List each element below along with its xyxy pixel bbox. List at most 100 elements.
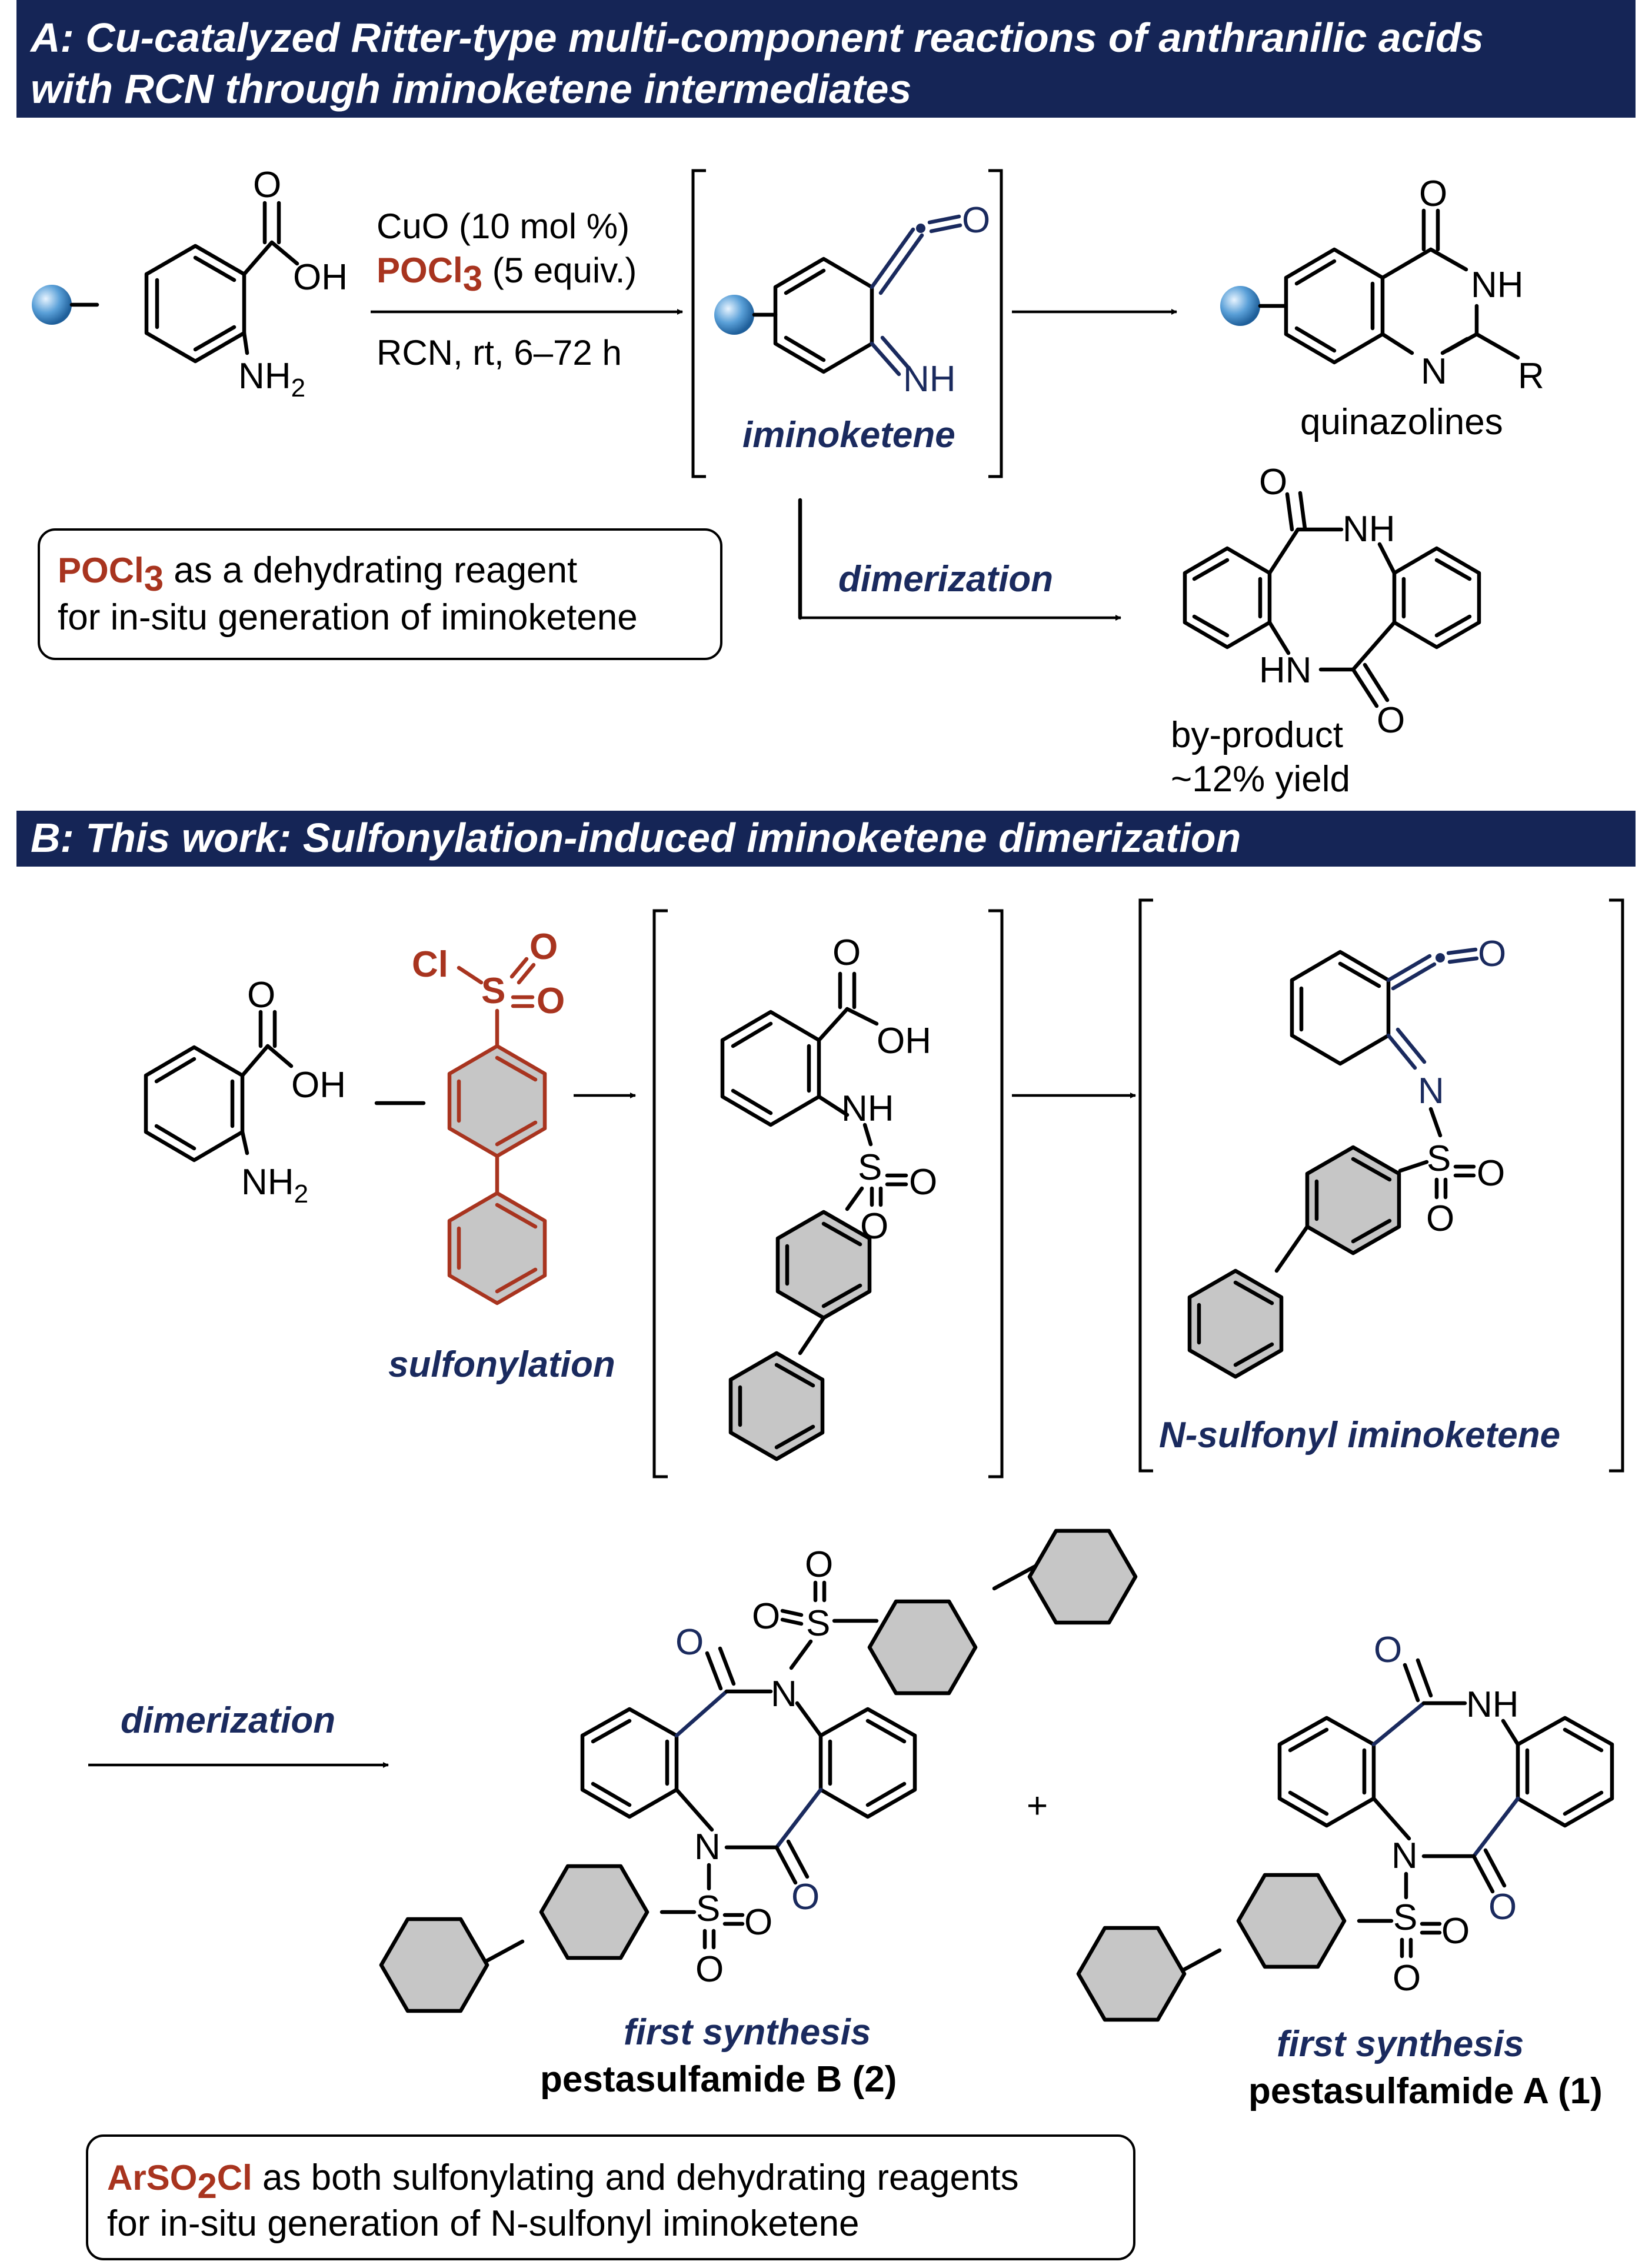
bond [784, 335, 826, 362]
bond [265, 1044, 294, 1068]
atom-nh: NH [1466, 1684, 1519, 1725]
atom-nh2: NH2 [238, 356, 305, 402]
biphenylsulfonyl-chloride: Cl S O O sulfonylation [388, 927, 615, 1385]
atom-o: O [1488, 1887, 1517, 1927]
anthranilic-acid-b: O OH NH2 [144, 975, 346, 1208]
bond [789, 1639, 813, 1670]
byproduct-label: by-product [1171, 715, 1343, 755]
bond [780, 1617, 804, 1626]
bond [1285, 492, 1294, 532]
cyclohexadiene-ring [1290, 950, 1391, 1066]
atom-o: O [1419, 174, 1447, 214]
bond [1428, 1107, 1443, 1138]
reaction-conditions: RCN, rt, 6–72 h [377, 333, 622, 372]
n-sulfonyl-iminoketene: O N S O O N-sulfonyl iminoketene [1138, 898, 1624, 1473]
amide-bond [1471, 1796, 1520, 1859]
bond [240, 1130, 249, 1155]
bond [1415, 1658, 1433, 1698]
bracket-right [1609, 898, 1624, 1473]
atom-r: R [1518, 356, 1544, 397]
benzene-ring [580, 1707, 679, 1819]
dimer-byproduct: O NH HN O by-product ~12% yield [1171, 462, 1481, 800]
bond [193, 325, 237, 352]
bond [674, 1787, 714, 1832]
bond [154, 1057, 196, 1084]
phenyl-ring [539, 1864, 650, 1960]
atom-s: S [858, 1147, 882, 1188]
benzene-ring [1183, 546, 1272, 650]
note-box-b: ArSO2Cl as both sulfonylating and dehydr… [86, 2134, 1135, 2260]
bond [1434, 558, 1472, 581]
phenyl-ring [1305, 1145, 1401, 1255]
imine-bond [1395, 1027, 1427, 1064]
bond [817, 1007, 850, 1043]
panel-a-banner-bg [16, 0, 1636, 118]
atom-s: S [1427, 1138, 1451, 1179]
bond [1233, 1280, 1274, 1305]
panel-b-banner-bg [16, 811, 1636, 867]
bond [1501, 1719, 1520, 1747]
bond [1351, 1157, 1392, 1182]
atom-o: O [832, 932, 861, 973]
first-synthesis-a: first synthesis [1277, 2024, 1524, 2064]
atom-cl: Cl [412, 944, 448, 985]
dimerization-arrow-b: dimerization [88, 1700, 389, 1768]
phenyl-ring [1236, 1873, 1347, 1969]
amide-bond [1371, 1701, 1426, 1747]
panel-b-banner: B: This work: Sulfonylation-induced imin… [16, 811, 1636, 867]
pestasulfamide-a-name: pestasulfamide A (1) [1248, 2071, 1603, 2112]
bond [154, 1124, 196, 1151]
atom-n: N [1391, 1836, 1418, 1876]
pestasulfamide-b: O N S O O N O S O O first synthesis [379, 1528, 1138, 2100]
atom-o: O [1393, 1958, 1421, 1999]
bond [1474, 332, 1520, 360]
note-b-line1: ArSO2Cl as both sulfonylating and dehydr… [107, 2157, 1019, 2206]
ketene-carbon-dot [1435, 953, 1445, 963]
atom-n: N [771, 1674, 797, 1714]
atom-o: O [1478, 934, 1506, 974]
phenyl-ring [728, 1351, 825, 1461]
dimerization-label: dimerization [838, 559, 1053, 600]
bond [1371, 1796, 1411, 1841]
benzo-ring [1284, 247, 1385, 365]
bond [1294, 259, 1337, 286]
bond [517, 963, 536, 985]
ketene-bond [878, 233, 924, 295]
atom-o: O [537, 981, 565, 1021]
bond [591, 1719, 632, 1744]
bond [798, 1315, 826, 1356]
bracket-left [691, 169, 706, 478]
bond [269, 240, 299, 266]
cyclohexadiene-ring [773, 257, 874, 374]
bond [1398, 1160, 1429, 1173]
atom-o: O [1477, 1153, 1505, 1194]
bond [495, 1120, 538, 1147]
substituent-ball-icon [32, 285, 72, 325]
first-synthesis-b: first synthesis [624, 2012, 871, 2053]
quinazoline-product: O NH N R quinazolines [1220, 174, 1544, 442]
bond [193, 255, 237, 282]
atom-nh: NH [903, 359, 956, 399]
bond [242, 331, 249, 355]
substituent-ball-icon [1220, 286, 1260, 326]
bond [774, 1845, 798, 1885]
bond [817, 1094, 850, 1117]
benzene-ring [144, 1045, 245, 1163]
reaction-conditions-a: CuO (10 mol %) POCl3 (5 equiv.) RCN, rt,… [371, 207, 683, 372]
bond [862, 1123, 873, 1147]
anthranilic-acid-a: O OH NH2 [32, 165, 348, 402]
bond [1351, 1218, 1392, 1244]
note-box-a-frame [38, 528, 722, 660]
sulfonamide-intermediate: O OH NH S O O [652, 909, 1004, 1478]
atom-n: N [694, 1827, 721, 1867]
benzene-ring [144, 244, 247, 364]
bond [1380, 247, 1433, 280]
ketene-bond [870, 227, 915, 289]
reagent-cuo: CuO (10 mol %) [377, 207, 630, 246]
substituent-ball-icon [714, 295, 754, 335]
pestasulfamide-b-name: pestasulfamide B (2) [540, 2059, 897, 2100]
benzene-ring [818, 1707, 917, 1819]
atom-o: O [909, 1162, 937, 1203]
bond [821, 1221, 862, 1247]
